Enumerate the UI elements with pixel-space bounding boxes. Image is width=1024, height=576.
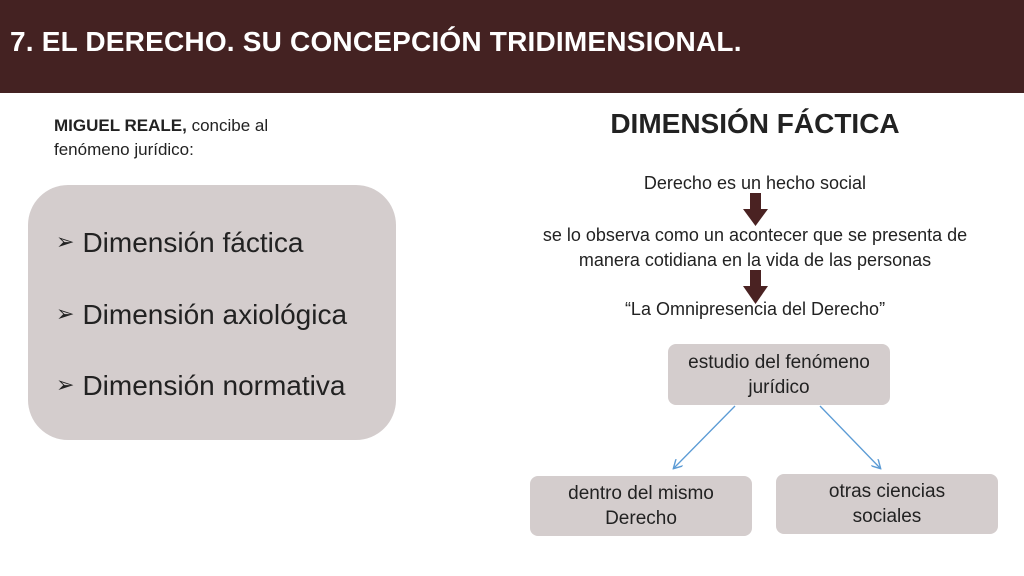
- intro-text-line2: fenómeno jurídico:: [54, 140, 194, 159]
- arrow-bullet-icon: ➢: [56, 229, 75, 254]
- node-estudio-line1: estudio del fenómeno: [688, 351, 870, 373]
- statement-acontecer-line1: se lo observa como un acontecer que se p…: [542, 225, 968, 245]
- dimension-label: Dimensión fáctica: [82, 227, 304, 258]
- statement-acontecer-line2: manera cotidiana en la vida de las perso…: [578, 250, 932, 270]
- node-dentro-derecho: dentro del mismo Derecho: [530, 476, 752, 536]
- connector-right: [819, 405, 880, 468]
- slide-title: 7. EL DERECHO. SU CONCEPCIÓN TRIDIMENSIO…: [10, 26, 742, 57]
- down-arrow-icon: [743, 270, 768, 304]
- node-otras-ciencias: otras ciencias sociales: [776, 474, 998, 534]
- author-name: MIGUEL REALE,: [54, 116, 187, 135]
- statement-acontecer: se lo observa como un acontecer que se p…: [490, 223, 1020, 273]
- node-dentro-line1: dentro del mismo: [568, 483, 714, 504]
- down-arrow-icon: [743, 193, 768, 226]
- dimensions-box: [28, 185, 396, 440]
- node-estudio-fenomeno: estudio del fenómeno jurídico: [668, 344, 890, 405]
- dimension-label: Dimensión normativa: [82, 370, 346, 401]
- arrow-bullet-icon: ➢: [56, 301, 75, 326]
- node-otras-line1: otras ciencias: [828, 481, 946, 502]
- dimension-label: Dimensión axiológica: [82, 299, 348, 330]
- dimension-item-normativa: ➢ Dimensión normativa: [56, 366, 345, 406]
- node-otras-line2: sociales: [852, 506, 922, 527]
- node-dentro-line2: Derecho: [605, 508, 677, 529]
- connector-left: [674, 405, 736, 468]
- statement-hecho-social: Derecho es un hecho social: [643, 173, 867, 193]
- title-bar: 7. EL DERECHO. SU CONCEPCIÓN TRIDIMENSIO…: [0, 0, 1024, 93]
- intro-text-line1: concibe al: [186, 116, 269, 135]
- arrow-bullet-icon: ➢: [56, 372, 75, 397]
- intro-text: MIGUEL REALE, concibe al fenómeno jurídi…: [54, 114, 354, 162]
- node-estudio-line2: jurídico: [748, 376, 810, 398]
- factica-heading: DIMENSIÓN FÁCTICA: [610, 108, 900, 139]
- dimension-item-factica: ➢ Dimensión fáctica: [56, 223, 303, 263]
- dimension-item-axiologica: ➢ Dimensión axiológica: [56, 295, 347, 335]
- statement-omnipresencia: “La Omnipresencia del Derecho”: [624, 299, 886, 319]
